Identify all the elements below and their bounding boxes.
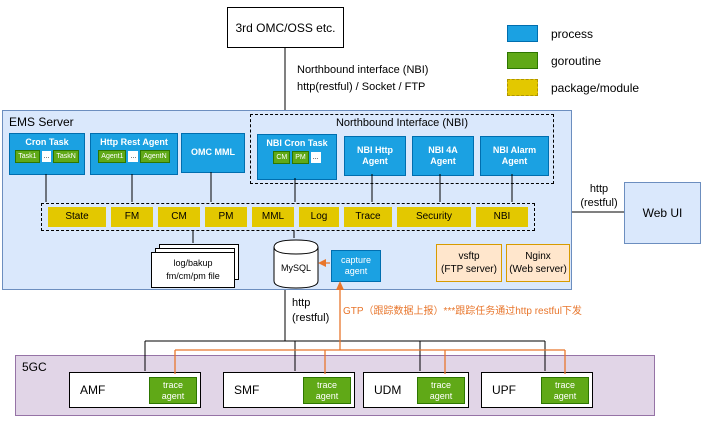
- nbi-group: Northbound Interface (NBI) NBI Cron Task…: [250, 114, 554, 184]
- south-link-line1: http: [292, 297, 311, 309]
- legend-row-process: process: [507, 25, 593, 42]
- web-ui-box: Web UI: [624, 182, 701, 244]
- south-link-line2: (restful): [292, 312, 330, 324]
- module-mml: MML: [252, 207, 294, 227]
- package-legend-label: package/module: [551, 80, 640, 95]
- nbi-4a-agent-process: NBI 4A Agent: [412, 136, 474, 176]
- http-rest-agent-goroutines: Agent1 ... AgentN: [91, 150, 177, 163]
- ems-server-label: EMS Server: [9, 115, 74, 129]
- cron-task-goroutines: Task1 ... TaskN: [10, 150, 84, 163]
- module-fm: FM: [111, 207, 153, 227]
- nbi-cron-task-process: NBI Cron Task CM PM ...: [257, 134, 337, 180]
- vsftp-label-line1: vsftp: [458, 251, 480, 262]
- agents-ellipsis: ...: [128, 151, 139, 162]
- gtp-note-label: GTP（跟踪数据上报）***跟踪任务通过http restful下发: [343, 306, 582, 317]
- nbi-link-line1: Northbound interface (NBI): [297, 64, 429, 76]
- smf-box: SMF trace agent: [223, 372, 355, 408]
- files-label-line1: log/bakup: [173, 258, 213, 268]
- pm-goroutine: PM: [292, 151, 309, 164]
- nbi-group-label: Northbound Interface (NBI): [335, 117, 469, 129]
- module-state: State: [48, 207, 106, 227]
- udm-label: UDM: [374, 383, 402, 397]
- module-pm: PM: [205, 207, 247, 227]
- amf-box: AMF trace agent: [69, 372, 201, 408]
- module-log: Log: [299, 207, 339, 227]
- smf-trace-agent: trace agent: [303, 377, 351, 404]
- log-files-stack: log/bakup fm/cm/pm file: [151, 244, 243, 290]
- mysql-database: MySQL: [273, 238, 319, 290]
- module-trace: Trace: [344, 207, 392, 227]
- package-swatch: [507, 79, 538, 96]
- http-rest-agent-title: Http Rest Agent: [100, 137, 168, 147]
- nbi-alarm-agent-process: NBI Alarm Agent: [480, 136, 549, 176]
- cron-task-title: Cron Task: [25, 137, 69, 147]
- nbi-cron-task-title: NBI Cron Task: [266, 138, 328, 148]
- mysql-label: MySQL: [280, 263, 311, 273]
- smf-label: SMF: [234, 383, 260, 397]
- nginx-label-line2: (Web server): [509, 264, 567, 275]
- omc-oss-box: 3rd OMC/OSS etc.: [227, 7, 344, 48]
- udm-trace-agent: trace agent: [417, 377, 465, 404]
- upf-box: UPF trace agent: [481, 372, 593, 408]
- module-cm: CM: [158, 207, 200, 227]
- core-5gc-container: 5GC AMF trace agent SMF trace agent UDM …: [15, 355, 655, 416]
- nbi-tasks-ellipsis: ...: [310, 152, 321, 163]
- http-rest-agent-process: Http Rest Agent Agent1 ... AgentN: [90, 133, 178, 175]
- omc-mml-process: OMC MML: [181, 133, 245, 173]
- upf-label: UPF: [492, 383, 516, 397]
- goroutine-swatch: [507, 52, 538, 69]
- vsftp-server-box: vsftp (FTP server): [436, 244, 502, 282]
- nginx-server-box: Nginx (Web server): [506, 244, 570, 282]
- nbi-http-agent-process: NBI Http Agent: [344, 136, 406, 176]
- amf-trace-agent: trace agent: [149, 377, 197, 404]
- process-swatch: [507, 25, 538, 42]
- web-ui-label: Web UI: [642, 206, 683, 220]
- agent1-goroutine: Agent1: [98, 150, 127, 163]
- tasks-ellipsis: ...: [41, 151, 52, 162]
- agentn-goroutine: AgentN: [140, 150, 170, 163]
- package-modules-row: State FM CM PM MML Log Trace Security NB…: [41, 203, 535, 231]
- vsftp-label-line2: (FTP server): [441, 264, 497, 275]
- taskn-goroutine: TaskN: [53, 150, 79, 163]
- task1-goroutine: Task1: [15, 150, 40, 163]
- webui-link-line1: http: [589, 183, 609, 195]
- nginx-label-line1: Nginx: [525, 251, 551, 262]
- webui-link-labels: http (restful): [572, 182, 626, 210]
- module-nbi: NBI: [476, 207, 528, 227]
- files-label-line2: fm/cm/pm file: [166, 271, 220, 281]
- database-cylinder-icon: [273, 239, 319, 289]
- goroutine-legend-label: goroutine: [551, 53, 602, 68]
- omc-oss-label: 3rd OMC/OSS etc.: [235, 20, 336, 35]
- ems-server-container: EMS Server Cron Task Task1 ... TaskN Htt…: [2, 110, 572, 290]
- module-security: Security: [397, 207, 471, 227]
- legend-row-package: package/module: [507, 79, 639, 96]
- webui-link-line2: (restful): [580, 197, 618, 209]
- upf-trace-agent: trace agent: [541, 377, 589, 404]
- file-sheet-front: log/bakup fm/cm/pm file: [151, 252, 235, 288]
- amf-label: AMF: [80, 383, 106, 397]
- cm-goroutine: CM: [273, 151, 291, 164]
- south-link-labels: http (restful): [292, 296, 329, 326]
- udm-box: UDM trace agent: [363, 372, 469, 408]
- nbi-link-labels: Northbound interface (NBI) http(restful)…: [297, 62, 428, 96]
- cron-task-process: Cron Task Task1 ... TaskN: [9, 133, 85, 175]
- nbi-cron-task-goroutines: CM PM ...: [258, 151, 336, 164]
- process-legend-label: process: [551, 26, 594, 41]
- capture-agent-process: capture agent: [331, 250, 381, 282]
- legend-row-goroutine: goroutine: [507, 52, 601, 69]
- nbi-link-line2: http(restful) / Socket / FTP: [297, 81, 426, 93]
- core-5gc-label: 5GC: [22, 360, 47, 374]
